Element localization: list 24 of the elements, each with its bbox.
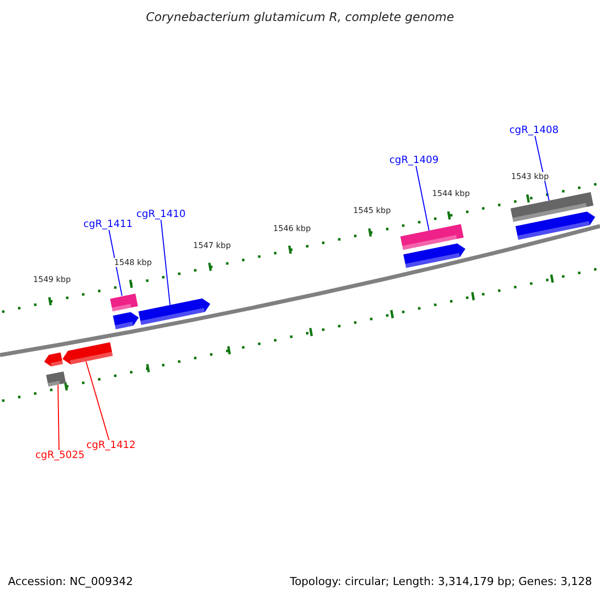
leader-line [160, 220, 170, 306]
footer-text: Topology: circular; Length: 3,314,179 bp; Genes: 3,128 [290, 575, 592, 588]
leader-line [108, 230, 122, 296]
gene-feature [515, 210, 597, 240]
gene-feature [138, 296, 212, 326]
leader-line [534, 136, 550, 201]
gene-label: cgR_1408 [504, 125, 564, 136]
gene-feature [42, 352, 64, 368]
feature-bar [510, 192, 594, 222]
feature-bar [400, 224, 464, 250]
gene-label: cgR_1411 [78, 219, 138, 230]
chart-title: Corynebacterium glutamicum R, complete genome [145, 10, 455, 24]
gene-label: cgR_1409 [384, 155, 444, 166]
gene-label: cgR_5025 [30, 450, 90, 461]
leader-line [416, 166, 430, 231]
gene-label: cgR_1410 [131, 209, 191, 220]
leader-line [86, 360, 110, 440]
feature-bar [110, 293, 138, 311]
leader-line [58, 384, 60, 450]
footer-text: Accession: NC_009342 [8, 575, 134, 588]
gene-label: cgR_1412 [81, 440, 141, 451]
gene-feature [112, 310, 140, 330]
feature-bar [46, 371, 66, 387]
gene-feature [403, 242, 467, 268]
